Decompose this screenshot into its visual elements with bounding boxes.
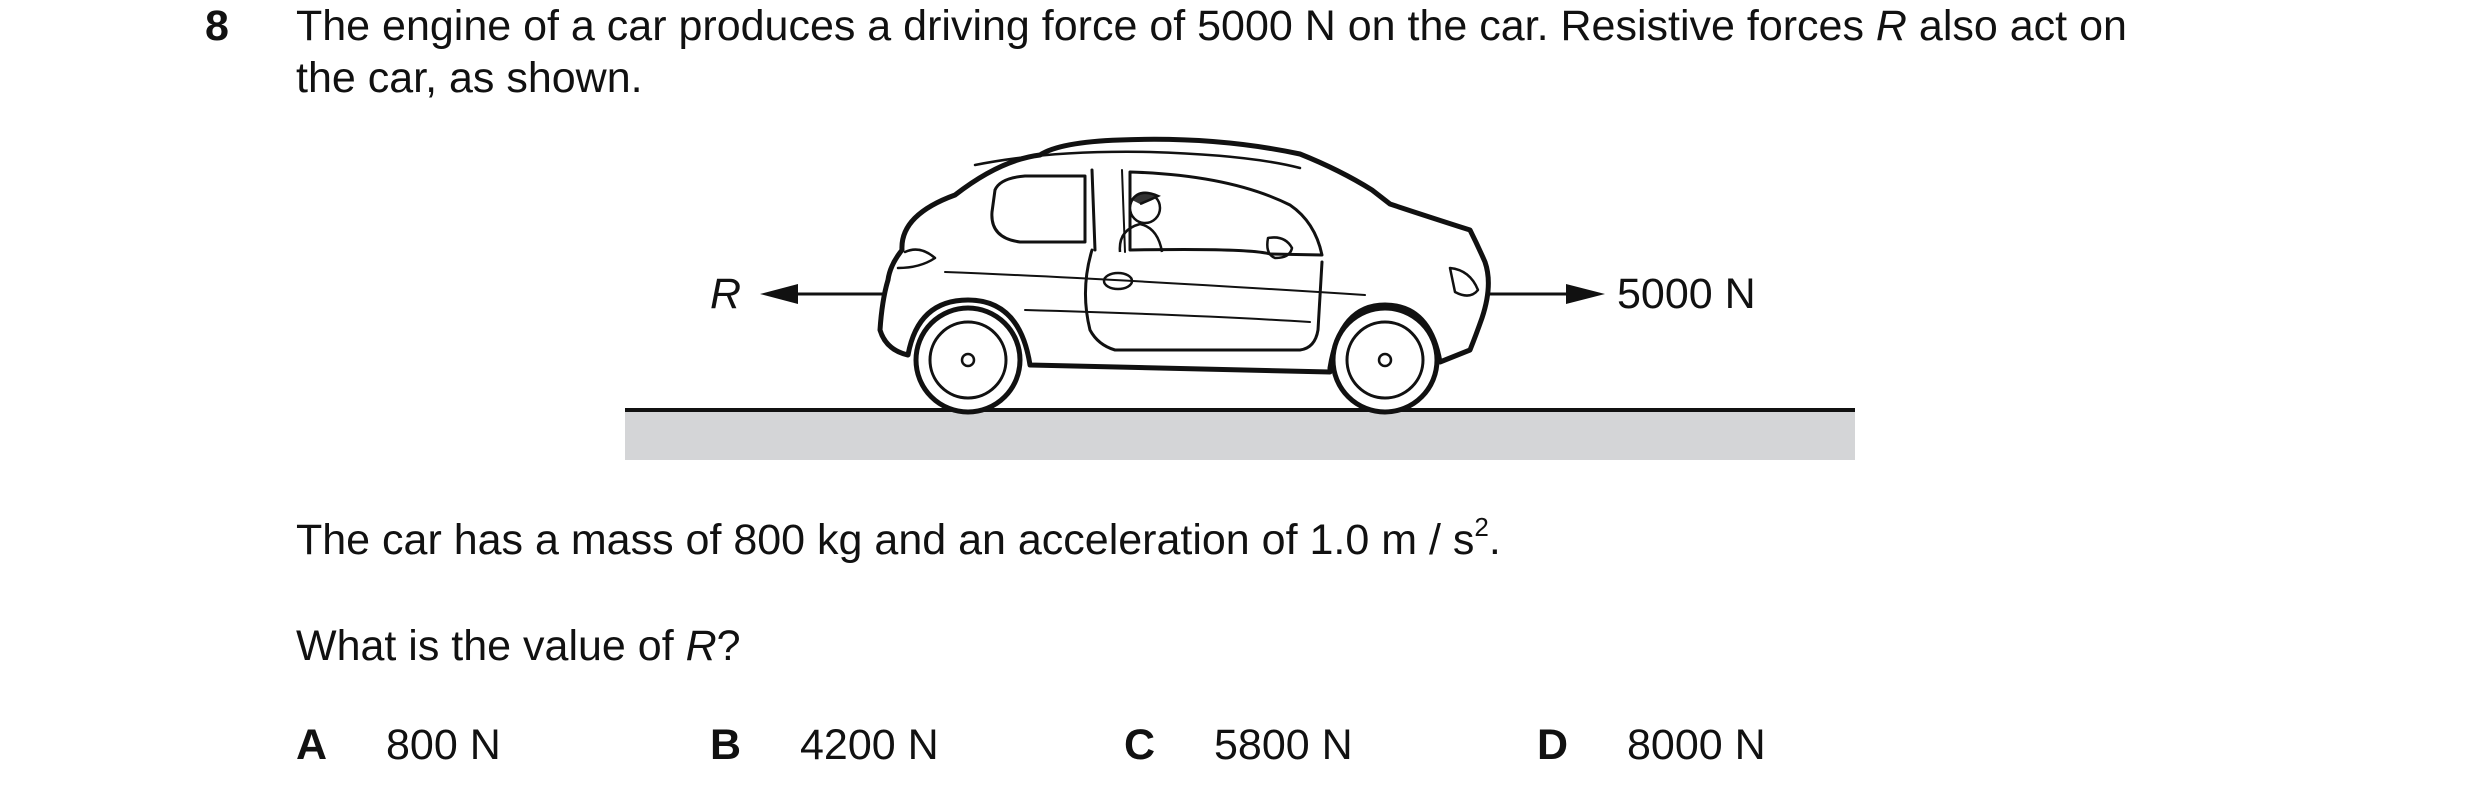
option-letter: B bbox=[710, 721, 742, 769]
stem-variable-r: R bbox=[1875, 2, 1907, 50]
option-b[interactable]: B 4200 N bbox=[710, 719, 939, 771]
option-c[interactable]: C 5800 N bbox=[1124, 719, 1353, 771]
option-value: 800 N bbox=[386, 721, 501, 769]
stem-text-b: also act on bbox=[1906, 2, 2127, 50]
given-text: The car has a mass of 800 kg and an acce… bbox=[296, 516, 1475, 564]
question-stem: The engine of a car produces a driving f… bbox=[296, 0, 2396, 104]
resistive-force-label: R bbox=[710, 268, 741, 320]
stem-text-a: The engine of a car produces a driving f… bbox=[296, 2, 1876, 50]
given-tail: . bbox=[1488, 516, 1501, 564]
option-letter: C bbox=[1124, 721, 1156, 769]
driving-force-label: 5000 N bbox=[1617, 270, 1756, 318]
given-information: The car has a mass of 800 kg and an acce… bbox=[296, 514, 1501, 566]
question-number: 8 bbox=[205, 2, 229, 50]
right-arrow-icon bbox=[1478, 284, 1605, 304]
option-letter: A bbox=[296, 721, 328, 769]
driver-figure-icon bbox=[1118, 191, 1164, 253]
resistive-force-symbol: R bbox=[710, 270, 742, 318]
left-arrow-icon bbox=[760, 284, 885, 304]
prompt-variable-r: R bbox=[685, 622, 717, 670]
option-a[interactable]: A 800 N bbox=[296, 719, 501, 771]
given-superscript: 2 bbox=[1474, 512, 1489, 542]
option-letter: D bbox=[1537, 721, 1569, 769]
stem-text-line2: the car, as shown. bbox=[296, 54, 643, 102]
question-prompt: What is the value of R? bbox=[296, 620, 741, 672]
prompt-text-a: What is the value of bbox=[296, 622, 686, 670]
option-d[interactable]: D 8000 N bbox=[1537, 719, 1766, 771]
option-value: 8000 N bbox=[1627, 721, 1766, 769]
option-value: 5800 N bbox=[1214, 721, 1353, 769]
road-surface bbox=[625, 410, 1855, 460]
prompt-text-b: ? bbox=[716, 622, 741, 670]
car-illustration-icon bbox=[877, 136, 1491, 415]
option-value: 4200 N bbox=[800, 721, 939, 769]
